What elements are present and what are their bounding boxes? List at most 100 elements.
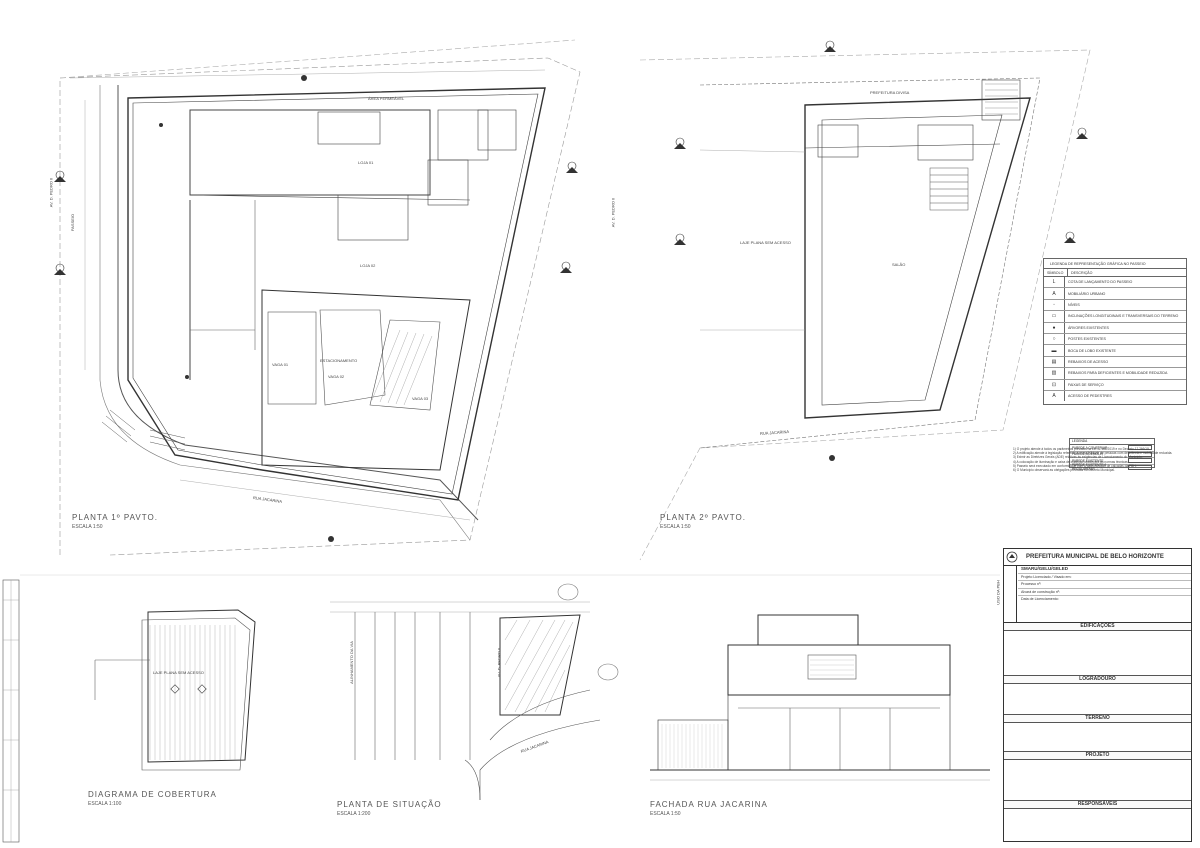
legend-desc: MOBILIÁRIO URBANO <box>1068 291 1106 296</box>
tb-section: TERRENO <box>1004 715 1191 723</box>
tb-line: Data de Licenciamento: <box>1021 597 1059 601</box>
legend-symbol: A <box>1044 390 1065 402</box>
walls-legend-header: LEGENDA <box>1070 439 1154 445</box>
legend-desc: REBAIXOS DE ACESSO <box>1068 359 1109 364</box>
sidewalk-legend: LEGENDA DE REPRESENTAÇÃO GRÁFICA NO PASS… <box>1043 258 1187 405</box>
alinhamento-label: ALINHAMENTO DA VIA <box>348 641 354 684</box>
legend-symbol: ◦ <box>1044 299 1065 311</box>
legend-symbol: ▭ <box>1044 311 1065 322</box>
wall-swatch <box>1128 458 1152 464</box>
legend-row: ▬BOCA DE LOBO EXISTENTE <box>1044 345 1186 357</box>
wall-swatch <box>1128 464 1152 470</box>
av-d-pedro-label: AV. D. PEDRO II <box>48 177 54 208</box>
floor1-scale: ESCALA 1:50 <box>72 524 103 530</box>
wall-swatch <box>1128 445 1152 451</box>
org-sub: SMARU/GELU/GELED <box>1018 566 1191 574</box>
roof-scale: ESCALA 1:100 <box>88 801 122 807</box>
tb-line: Processo nº: <box>1018 581 1191 589</box>
walls-legend-item: PAREDE A DEMOLIR <box>1072 452 1103 457</box>
roof-laje-label: LAJE PLANA SEM ACESSO <box>153 670 204 675</box>
city-seal-icon <box>1004 550 1020 564</box>
tb-line: Alvará de construção nº: <box>1018 589 1191 596</box>
site-scale: ESCALA 1:200 <box>337 811 371 817</box>
facade-title: FACHADA RUA JACARINA <box>650 800 768 809</box>
area-permeavel-label: ÁREA PERMEÁVEL <box>368 96 405 101</box>
vaga02-label: VAGA 02 <box>328 374 345 379</box>
estacionamento-label: ESTACIONAMENTO <box>320 358 358 363</box>
note-item: 3) Eximir as Diretrizes Gerais (ADE) rel… <box>1013 455 1143 460</box>
legend-row: ●ÁRVORES EXISTENTES <box>1044 322 1186 334</box>
legend-desc: FAIXAS DE SERVIÇO <box>1068 382 1104 387</box>
legend-desc: BOCA DE LOBO EXISTENTE <box>1068 348 1116 353</box>
legend-desc: REBAIXOS PARA DEFICIENTES E MOBILIDADE R… <box>1068 371 1168 376</box>
roof-title: DIAGRAMA DE COBERTURA <box>88 790 217 799</box>
legend-symbol: ○ <box>1044 333 1065 345</box>
walls-legend-item: PAREDE EXISTENTE <box>1072 458 1104 463</box>
legend-desc: POSTES EXISTENTES <box>1068 337 1106 342</box>
roof-diagram <box>94 609 256 771</box>
prefeitura-divisa-label: PREFEITURA DIVISA <box>870 90 910 95</box>
walls-legend-item: PAREDE A CONSTRUIR <box>1072 445 1108 450</box>
legend-row: ▥REBAIXOS PARA DEFICIENTES E MOBILIDADE … <box>1044 368 1186 380</box>
vaga03-label: VAGA 03 <box>412 396 429 401</box>
legend-symbol: ▬ <box>1044 345 1065 356</box>
note-item: 2) A edificação atende à legislação refe… <box>1013 451 1173 456</box>
loja01-label: LOJA 01 <box>358 160 374 165</box>
legend-symbol: ⊡ <box>1044 379 1065 390</box>
tb-section: RESPONSÁVEIS <box>1004 801 1191 809</box>
tb-section: LOGRADOURO <box>1004 676 1191 684</box>
site-title: PLANTA DE SITUAÇÃO <box>337 800 442 809</box>
legend-row: ▤REBAIXOS DE ACESSO <box>1044 356 1186 369</box>
legend-symbol: ▤ <box>1044 356 1065 368</box>
legend-col-desc: DESCRIÇÃO <box>1071 270 1093 275</box>
tb-section: PROJETO <box>1004 752 1191 760</box>
passeio-label: PASSEIO <box>70 213 76 232</box>
walls-legend: LEGENDA PAREDE A CONSTRUIR PAREDE A DEMO… <box>1069 438 1155 472</box>
legend-desc: COTA DE LANÇAMENTO DO PASSEIO <box>1068 280 1133 285</box>
av-d-pedro-label-2: AV. D. PEDRO II <box>610 197 616 228</box>
note-item: 5) Passeio será executado em conformidad… <box>1013 463 1137 468</box>
laje-label: LAJE PLANA SEM ACESSO <box>740 240 791 245</box>
legend-col-symbol: SÍMBOLO <box>1044 269 1068 276</box>
facade <box>650 614 990 781</box>
legend-row: ○POSTES EXISTENTES <box>1044 333 1186 346</box>
walls-legend-item: PAREDE EXISTENTE A REGULARIZAR <box>1072 463 1107 472</box>
legend-header: LEGENDA DE REPRESENTAÇÃO GRÁFICA NO PASS… <box>1044 259 1186 269</box>
loja02-label: LOJA 02 <box>360 263 376 268</box>
floor2-scale: ESCALA 1:50 <box>660 524 691 530</box>
legend-symbol: L <box>1044 277 1065 288</box>
legend-desc: ÁRVORES EXISTENTES <box>1068 325 1109 330</box>
legend-symbol: ● <box>1044 322 1065 333</box>
floor2-title: PLANTA 2º PAVTO. <box>660 513 746 522</box>
av-d-pedro-label-3: AV. D. PEDRO II <box>496 647 502 678</box>
floor1-plan <box>54 39 581 556</box>
legend-desc: ACESSO DE PEDESTRES <box>1068 394 1112 399</box>
legend-row: ◦NÍVEIS <box>1044 299 1186 312</box>
legend-row: ⊡FAIXAS DE SERVIÇO <box>1044 379 1186 391</box>
side-label: USO DA PBH <box>995 580 1001 605</box>
legend-symbol: A <box>1044 288 1065 299</box>
tb-line: Projeto Licenciado / Visado em: <box>1018 574 1191 581</box>
org-name: PREFEITURA MUNICIPAL DE BELO HORIZONTE <box>1026 554 1164 560</box>
title-block: PREFEITURA MUNICIPAL DE BELO HORIZONTE U… <box>996 548 1192 842</box>
legend-desc: NÍVEIS <box>1068 302 1080 307</box>
vaga01-label: VAGA 01 <box>272 362 289 367</box>
note-item: 6) O Município observará as obrigações p… <box>1013 468 1115 473</box>
legend-symbol: ▥ <box>1044 368 1065 379</box>
general-notes: 1) O projeto atende à todos os parâmetro… <box>1013 447 1188 472</box>
revision-strip <box>2 579 20 843</box>
tb-section: EDIFICAÇÕES <box>1004 623 1191 631</box>
site-plan <box>330 583 619 801</box>
note-item: 1) O projeto atende à todos os parâmetro… <box>1013 447 1150 451</box>
facade-scale: ESCALA 1:50 <box>650 811 681 817</box>
wall-swatch <box>1128 451 1152 457</box>
legend-row: ▭INCLINAÇÕES LONGITUDINAIS E TRANSVERSAI… <box>1044 311 1186 323</box>
note-item: 4) A colocação de iluminação e caixa de … <box>1013 459 1129 464</box>
salao-label: SALÃO <box>892 262 906 267</box>
legend-desc: INCLINAÇÕES LONGITUDINAIS E TRANSVERSAIS… <box>1068 314 1179 319</box>
